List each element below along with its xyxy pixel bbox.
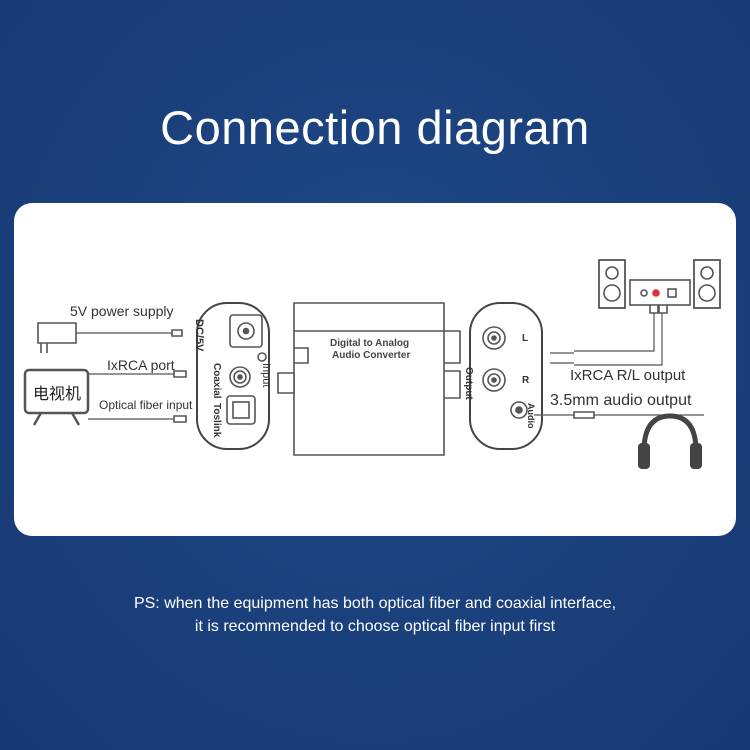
right-channel-label: R — [522, 375, 530, 386]
mm-output-label: 3.5mm audio output — [550, 392, 692, 409]
power-supply-label: 5V power supply — [70, 303, 174, 319]
input-label: Input — [260, 363, 272, 388]
coaxial-label: Coaxial — [211, 363, 222, 399]
tv-icon — [23, 368, 90, 426]
output-panel — [469, 302, 543, 450]
tv-label: 电视机 — [33, 386, 82, 403]
toslink-label: Toslink — [211, 403, 222, 438]
input-panel — [196, 302, 270, 450]
dc-label: DC/5V — [193, 319, 205, 352]
left-channel-label: L — [522, 333, 529, 344]
headphones-icon — [638, 413, 702, 469]
optical-input-label: Optical fiber input — [99, 398, 193, 412]
page-title: Connection diagram — [160, 101, 590, 154]
device-label-line2: Audio Converter — [332, 350, 411, 361]
note-line-1: PS: when the equipment has both optical … — [133, 595, 617, 612]
note-line-2: it is recommended to choose optical fibe… — [194, 618, 556, 635]
rca-port-label: IxRCA port — [107, 357, 175, 373]
rca-output-label: IxRCA R/L output — [570, 367, 686, 384]
speaker-system-icon — [598, 259, 721, 309]
converter-box — [277, 302, 461, 456]
diagram-drawing — [23, 259, 721, 469]
device-label-line1: Digital to Analog — [330, 338, 410, 349]
power-adapter-icon — [37, 322, 183, 353]
diagram-card: 5V power supply IxRCA port Optical fiber… — [14, 203, 736, 536]
output-label: Output — [463, 367, 474, 400]
audio-port-label: Audio — [526, 403, 536, 429]
